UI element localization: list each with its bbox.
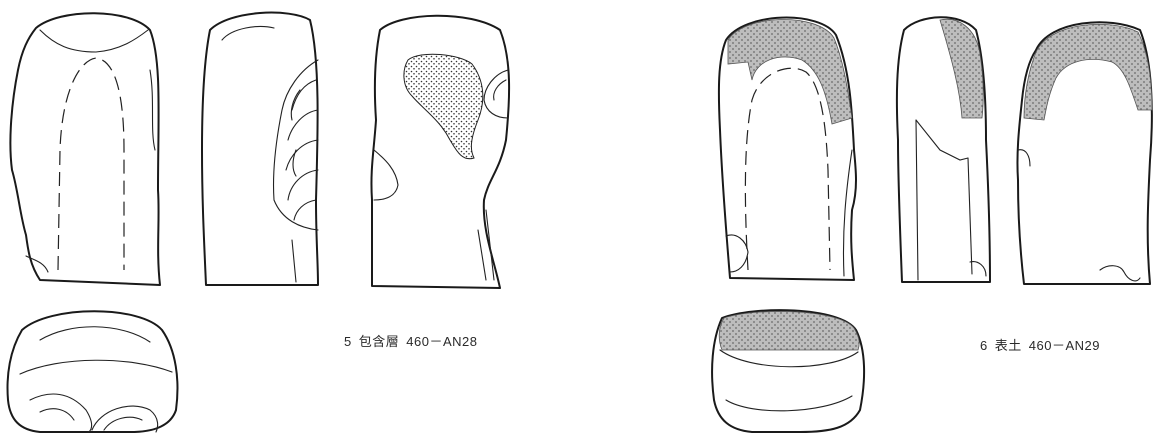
artifact-6-back-view — [1016, 21, 1153, 285]
artifact-5-cross-section — [6, 310, 179, 433]
artifact-5-front-view — [9, 12, 161, 286]
artifact-5-side-view — [201, 11, 319, 286]
artifact-6-catalog: 460－AN29 — [1028, 338, 1100, 353]
artifact-5-catalog: 460－AN28 — [406, 334, 478, 349]
artifact-5-context: 包含層 — [358, 334, 400, 349]
artifact-5-number: 5 — [344, 334, 352, 349]
artifact-6-caption: 6 表土 460－AN29 — [980, 335, 1100, 354]
artifact-6-front-view — [717, 16, 857, 281]
artifact-6-side-view — [895, 16, 991, 283]
artifact-6-number: 6 — [980, 338, 988, 353]
artifact-6-cross-section — [711, 309, 866, 433]
artifact-5-back-view — [370, 14, 511, 289]
artifact-5-caption: 5 包含層 460－AN28 — [344, 331, 477, 350]
artifact-6-context: 表土 — [994, 338, 1022, 353]
